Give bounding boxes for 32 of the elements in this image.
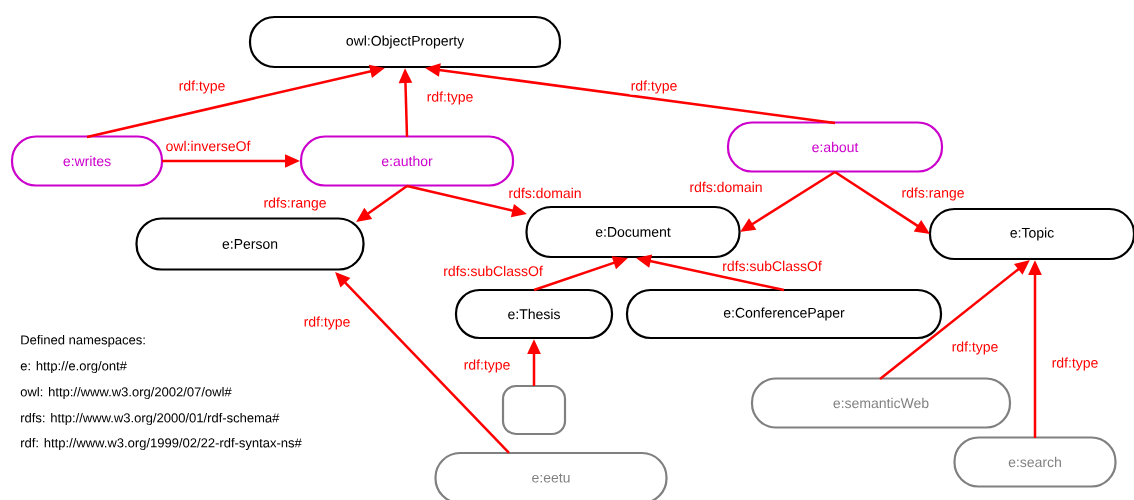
namespace-note: rdf: http://www.w3.org/1999/02/22-rdf-syntax-ns# — [21, 437, 302, 451]
node-box: e:Document — [525, 205, 741, 259]
edge-label: rdfs:domain — [507, 186, 583, 200]
edge-label: rdfs:range — [262, 196, 328, 212]
node-box: e:Thesis — [454, 288, 614, 340]
edge-label: rdf:type — [177, 79, 227, 95]
edge-label: rdfs:domain — [688, 180, 764, 194]
edge-label: rdfs:subClassOf — [442, 264, 544, 278]
edge-label: rdf:type — [462, 358, 512, 374]
node-box: e:author — [299, 135, 515, 187]
node-box: e:writes — [10, 135, 164, 187]
node-box: e:search — [953, 436, 1117, 488]
node-box: e:about — [726, 121, 944, 173]
edge-label: rdf:type — [302, 315, 352, 331]
empty-node-box — [501, 384, 567, 436]
node-box: e:Topic — [928, 207, 1134, 261]
namespace-note: e: http://e.org/ont# — [20, 360, 127, 374]
edge-label: owl:inverseOf — [164, 139, 252, 153]
namespace-note: owl: http://www.w3.org/2002/07/owl# — [20, 386, 232, 400]
edge-label: rdfs:subClassOf — [721, 259, 823, 273]
edge-label: rdfs:range — [900, 186, 966, 202]
node-box: owl:ObjectProperty — [248, 15, 562, 69]
node-box: e:Person — [135, 217, 365, 271]
node-box: e:eetu — [434, 451, 668, 500]
namespace-note: rdfs: http://www.w3.org/2000/01/rdf-schema# — [21, 412, 280, 426]
edge-label: rdf:type — [425, 90, 475, 106]
namespace-note: Defined namespaces: — [21, 334, 145, 348]
node-box: e:semanticWeb — [750, 377, 1012, 429]
node-box: e:ConferencePaper — [625, 288, 943, 340]
edge-label: rdf:type — [629, 79, 679, 95]
edge-label: rdf:type — [950, 340, 1000, 356]
edge-label: rdf:type — [1050, 356, 1100, 372]
